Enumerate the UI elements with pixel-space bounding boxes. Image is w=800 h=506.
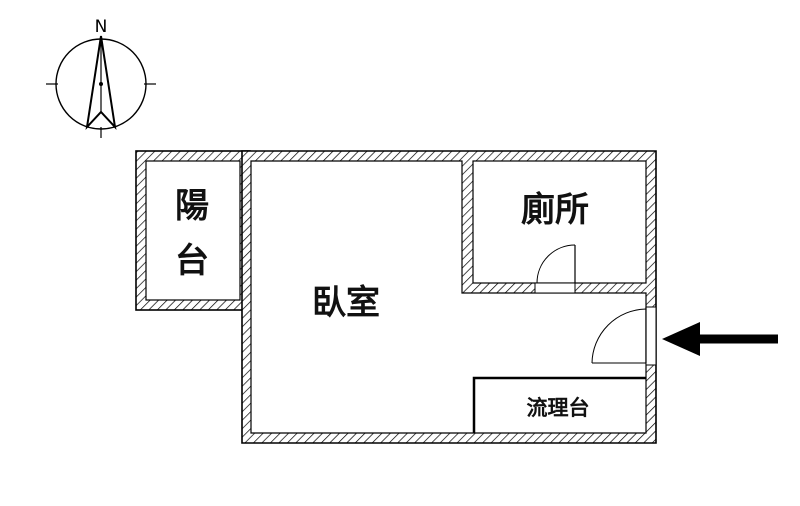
walls <box>135 150 657 444</box>
kitchen-counter <box>472 376 646 433</box>
entrance-arrow-icon <box>662 322 778 356</box>
toilet-label: 廁所 <box>521 190 589 230</box>
counter-label: 流理台 <box>527 396 590 420</box>
compass-rose: N <box>46 17 156 138</box>
entrance-door <box>591 306 657 366</box>
toilet-door <box>534 244 576 294</box>
bedroom-label: 臥室 <box>312 283 380 323</box>
compass-north-label: N <box>95 17 108 37</box>
balcony-label-line2: 台 <box>175 241 209 281</box>
balcony-label-line1: 陽 <box>175 186 209 226</box>
